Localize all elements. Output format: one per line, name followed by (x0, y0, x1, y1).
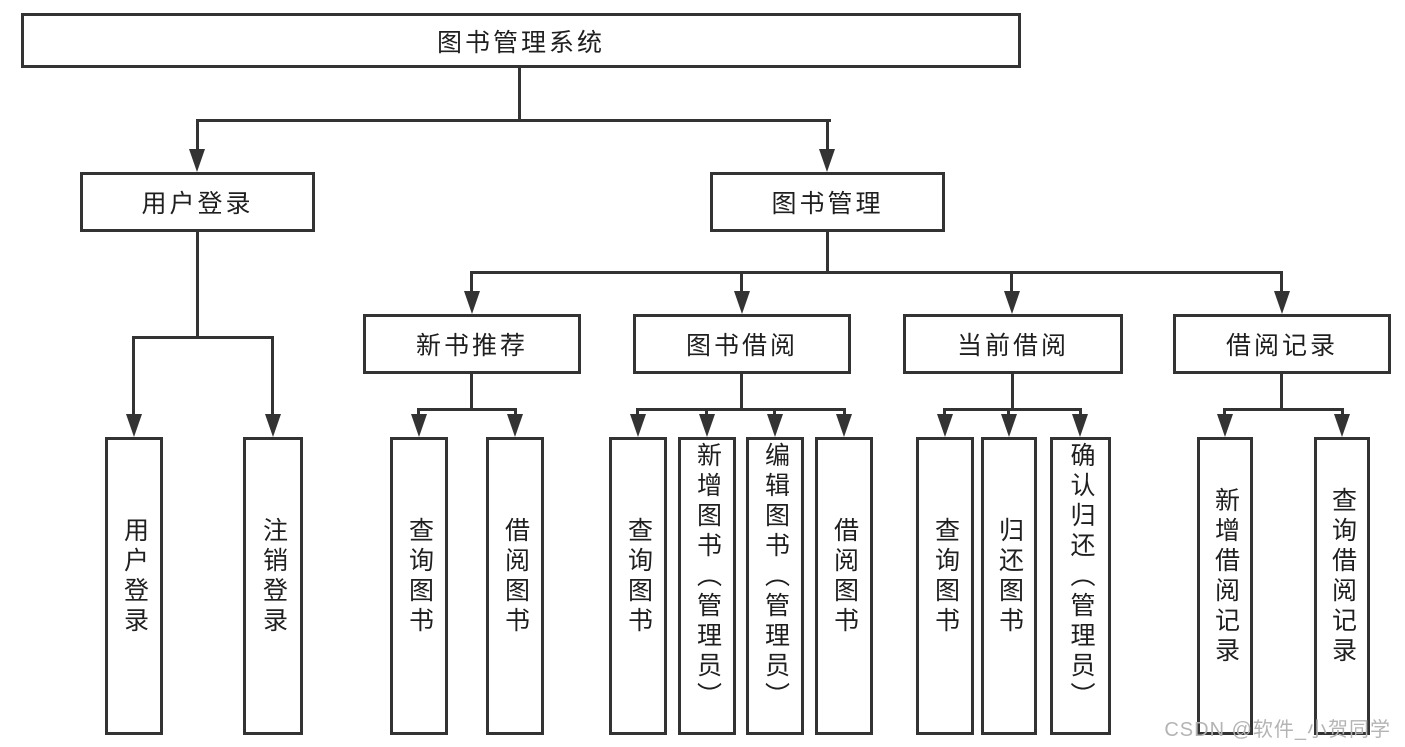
leaf-br-add-record: 新增借阅记录 (1197, 437, 1253, 735)
node-new-book-recommend-label: 新书推荐 (415, 332, 528, 360)
arrowhead-br-add (1217, 414, 1233, 437)
leaf-nb-borrow-book-label: 借阅图书 (501, 517, 530, 637)
connector-user-login-stem (196, 230, 199, 337)
leaf-bb-add-book: 新增图书（管理员） (678, 437, 736, 735)
arrowhead-book-borrow (734, 291, 750, 314)
arrowhead-book-management (819, 149, 835, 172)
node-new-book-recommend: 新书推荐 (363, 314, 581, 374)
leaf-cb-return-book: 归还图书 (981, 437, 1037, 735)
connector-root-stem (518, 67, 521, 122)
csdn-watermark: CSDN @软件_小贺同学 (1164, 719, 1391, 741)
node-book-management-label: 图书管理 (771, 190, 884, 218)
arrowhead-cb-confirm (1072, 414, 1088, 437)
connector-drop-current-borrow (1010, 271, 1013, 295)
leaf-bb-edit-book: 编辑图书（管理员） (746, 437, 804, 735)
connector-borrow-records-bar (1223, 408, 1344, 411)
leaf-bb-borrow-book: 借阅图书 (815, 437, 873, 735)
node-book-borrow: 图书借阅 (633, 314, 851, 374)
connector-drop-bb-query (636, 408, 639, 418)
leaf-bb-edit-book-label: 编辑图书（管理员） (761, 442, 790, 712)
leaf-bb-borrow-book-label: 借阅图书 (830, 517, 859, 637)
leaf-logout-label: 注销登录 (259, 517, 288, 637)
connector-borrow-records-stem (1280, 372, 1283, 409)
connector-current-borrow-bar (943, 408, 1082, 411)
arrowhead-leaf-logout (265, 414, 281, 437)
arrowhead-cb-return (1001, 414, 1017, 437)
connector-drop-user-login (196, 119, 199, 153)
connector-drop-nb-query (417, 408, 420, 418)
leaf-br-add-record-label: 新增借阅记录 (1211, 487, 1240, 667)
connector-drop-bb-edit (773, 408, 776, 418)
leaf-br-query-record-label: 查询借阅记录 (1328, 487, 1357, 667)
arrowhead-bb-query (630, 414, 646, 437)
arrowhead-br-query (1334, 414, 1350, 437)
arrowhead-bb-borrow (836, 414, 852, 437)
leaf-user-login: 用户登录 (105, 437, 163, 735)
arrowhead-bb-add (699, 414, 715, 437)
leaf-logout: 注销登录 (243, 437, 303, 735)
connector-drop-bb-add (705, 408, 708, 418)
leaf-bb-query-book: 查询图书 (609, 437, 667, 735)
leaf-user-login-label: 用户登录 (120, 517, 149, 637)
leaf-br-query-record: 查询借阅记录 (1314, 437, 1370, 735)
leaf-nb-borrow-book: 借阅图书 (486, 437, 544, 735)
node-user-login-label: 用户登录 (141, 190, 254, 218)
leaf-bb-add-book-label: 新增图书（管理员） (693, 442, 722, 712)
leaf-cb-confirm-return-label: 确认归还（管理员） (1067, 442, 1095, 712)
node-root-label: 图书管理系统 (436, 28, 605, 57)
connector-book-management-bar (470, 271, 1283, 274)
connector-drop-cb-confirm (1079, 408, 1082, 418)
connector-book-borrow-stem (740, 372, 743, 409)
node-current-borrow: 当前借阅 (903, 314, 1123, 374)
arrowhead-user-login (189, 149, 205, 172)
arrowhead-current-borrow (1004, 291, 1020, 314)
connector-drop-cb-query (943, 408, 946, 418)
arrowhead-nb-borrow (507, 414, 523, 437)
connector-drop-br-query (1341, 408, 1344, 418)
connector-current-borrow-stem (1011, 372, 1014, 409)
arrowhead-bb-edit (767, 414, 783, 437)
node-current-borrow-label: 当前借阅 (956, 332, 1069, 360)
node-book-management: 图书管理 (710, 172, 945, 232)
leaf-bb-query-book-label: 查询图书 (624, 517, 653, 637)
connector-drop-leaf-logout (271, 336, 274, 416)
connector-drop-br-add (1223, 408, 1226, 418)
leaf-cb-query-book-label: 查询图书 (931, 517, 960, 637)
arrowhead-borrow-records (1274, 291, 1290, 314)
leaf-nb-query-book-label: 查询图书 (405, 517, 434, 637)
leaf-cb-confirm-return: 确认归还（管理员） (1050, 437, 1111, 735)
connector-new-book-recommend-bar (417, 408, 517, 411)
connector-drop-leaf-user-login (132, 336, 135, 416)
node-borrow-records-label: 借阅记录 (1225, 332, 1338, 360)
connector-drop-bb-borrow (843, 408, 846, 418)
connector-drop-cb-return (1007, 408, 1010, 418)
node-borrow-records: 借阅记录 (1173, 314, 1391, 374)
node-user-login: 用户登录 (80, 172, 315, 232)
arrowhead-nb-query (411, 414, 427, 437)
connector-root-bar (196, 119, 831, 122)
connector-book-management-stem (826, 230, 829, 273)
connector-user-login-bar (132, 336, 274, 339)
connector-drop-borrow-records (1280, 271, 1283, 295)
node-root: 图书管理系统 (21, 13, 1021, 68)
arrowhead-new-book-recommend (464, 291, 480, 314)
leaf-nb-query-book: 查询图书 (390, 437, 448, 735)
leaf-cb-return-book-label: 归还图书 (995, 517, 1024, 637)
connector-book-borrow-bar (636, 408, 846, 411)
arrowhead-leaf-user-login (126, 414, 142, 437)
connector-new-book-recommend-stem (470, 372, 473, 409)
connector-drop-book-borrow (740, 271, 743, 295)
connector-drop-new-book-recommend (470, 271, 473, 295)
leaf-cb-query-book: 查询图书 (916, 437, 974, 735)
connector-drop-book-management (826, 119, 829, 153)
arrowhead-cb-query (937, 414, 953, 437)
node-book-borrow-label: 图书借阅 (685, 332, 798, 360)
connector-drop-nb-borrow (514, 408, 517, 418)
